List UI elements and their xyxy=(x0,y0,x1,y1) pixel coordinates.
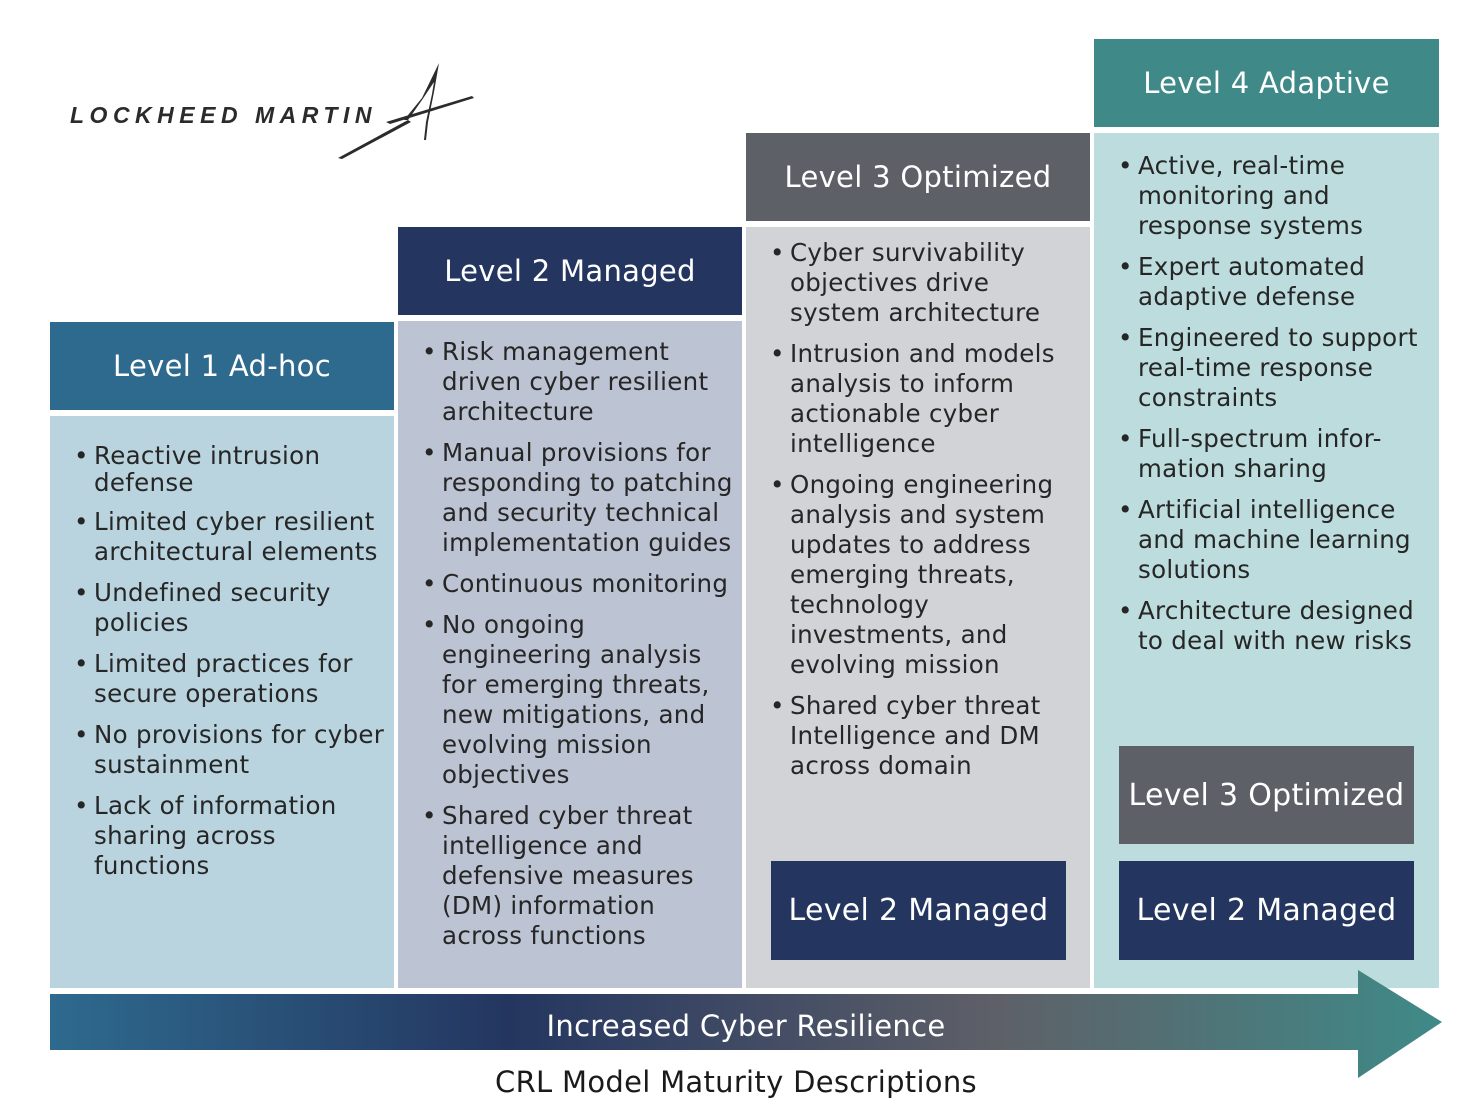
level-4-tag-level-3: Level 3 Optimized xyxy=(1119,746,1414,844)
level-2-title: Level 2 Managed xyxy=(444,254,696,288)
level-1-header: Level 1 Ad-hoc xyxy=(50,322,394,410)
list-item: Ongoing engineering analysis and system … xyxy=(746,470,1082,680)
list-item: Full-spectrum infor-mation sharing xyxy=(1094,424,1431,484)
level-1-title: Level 1 Ad-hoc xyxy=(113,349,331,383)
list-item: Artificial intelligence and machine lear… xyxy=(1094,495,1431,585)
lockheed-martin-logo: LOCKHEED MARTIN xyxy=(68,60,478,160)
arrow-label: Increased Cyber Resilience xyxy=(546,1009,946,1043)
tag-label: Level 3 Optimized xyxy=(1128,777,1405,813)
list-item: Manual provisions for responding to patc… xyxy=(398,438,736,558)
figure-caption: CRL Model Maturity Descriptions xyxy=(495,1065,977,1099)
list-item: No provisions for cyber sustainment xyxy=(50,720,388,780)
list-item: Intrusion and models analysis to inform … xyxy=(746,339,1082,459)
list-item: Limited cyber resilient architectural el… xyxy=(50,507,388,567)
tag-label: Level 2 Managed xyxy=(788,893,1049,928)
level-4-body: Active, real-time monitoring and respons… xyxy=(1094,133,1439,988)
level-2-body: Risk management driven cyber resilient a… xyxy=(398,321,742,988)
list-item: Cyber survivability objectives drive sys… xyxy=(746,238,1082,328)
list-item: Limited practices for secure operations xyxy=(50,649,388,709)
list-item: Shared cyber threat intelligence and def… xyxy=(398,801,736,951)
list-item: Expert automated adaptive defense xyxy=(1094,252,1431,312)
level-4-tag-level-2: Level 2 Managed xyxy=(1119,861,1414,960)
level-2-list: Risk management driven cyber resilient a… xyxy=(398,337,736,951)
resilience-arrow xyxy=(50,970,1442,1078)
list-item: Active, real-time monitoring and respons… xyxy=(1094,151,1431,241)
level-3-header: Level 3 Optimized xyxy=(746,133,1090,221)
level-1-body: Reactive intrusion defense Limited cyber… xyxy=(50,416,394,988)
list-item: Undefined security policies xyxy=(50,578,388,638)
list-item: Shared cyber threat Intelligence and DM … xyxy=(746,691,1082,781)
tag-label: Level 2 Managed xyxy=(1136,893,1397,928)
list-item: Engineered to support real-time response… xyxy=(1094,323,1431,413)
level-4-title: Level 4 Adaptive xyxy=(1143,66,1390,100)
list-item: No ongoing engineering analysis for emer… xyxy=(398,610,736,790)
list-item: Reactive intrusion defense xyxy=(50,442,388,496)
level-2-header: Level 2 Managed xyxy=(398,227,742,315)
list-item: Architecture designed to deal with new r… xyxy=(1094,596,1431,656)
level-4-list: Active, real-time monitoring and respons… xyxy=(1094,151,1431,656)
list-item: Lack of information sharing across funct… xyxy=(50,791,388,881)
level-1-list: Reactive intrusion defense Limited cyber… xyxy=(50,442,388,881)
list-item: Continuous monitoring xyxy=(398,569,736,599)
level-4-header: Level 4 Adaptive xyxy=(1094,39,1439,127)
level-3-list: Cyber survivability objectives drive sys… xyxy=(746,238,1082,781)
star-logo-icon xyxy=(338,63,474,159)
level-3-tag-level-2: Level 2 Managed xyxy=(771,861,1066,960)
logo-wordmark: LOCKHEED MARTIN xyxy=(70,102,377,128)
list-item: Risk management driven cyber resilient a… xyxy=(398,337,736,427)
level-3-title: Level 3 Optimized xyxy=(784,160,1052,194)
